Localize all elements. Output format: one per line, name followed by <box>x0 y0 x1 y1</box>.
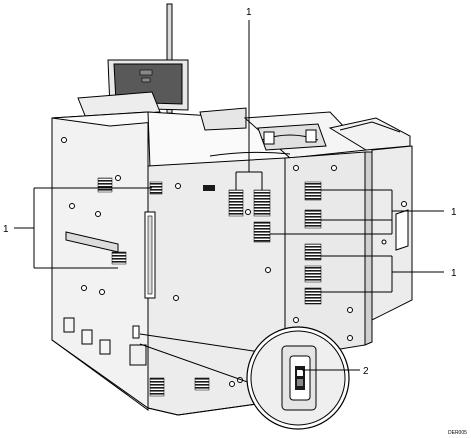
callout-left: 1 <box>3 224 9 235</box>
callout-right-upper: 1 <box>451 207 457 218</box>
callout-magnified: 2 <box>363 366 369 377</box>
figure-code: DER005 <box>448 430 467 436</box>
right-module <box>284 151 373 359</box>
callout-top: 1 <box>246 7 252 18</box>
callout-right-lower: 1 <box>451 268 457 279</box>
ventilation-holes <box>228 181 322 305</box>
magnified-detail <box>139 326 350 430</box>
leader-lines <box>14 20 444 371</box>
finisher-top <box>199 107 368 159</box>
